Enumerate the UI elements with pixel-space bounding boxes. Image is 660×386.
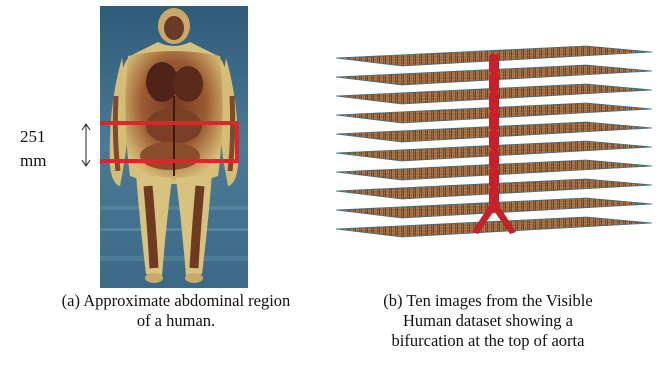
caption-a-line-2: of a human. [24,311,328,331]
slice-stack-image [334,38,654,270]
measurement-value: 251 [20,127,46,147]
caption-a-line-1: (a) Approximate abdominal region [24,291,328,311]
caption-b-line-1: (b) Ten images from the Visible [350,291,626,311]
caption-b-line-3: bifurcation at the top of aorta [350,331,626,351]
aorta-segment [489,111,499,130]
body-section-graphic [100,6,248,288]
measurement-annotation: 251 mm [20,123,90,183]
double-arrow-icon [80,123,92,167]
caption-panel-a: (a) Approximate abdominal region of a hu… [24,291,328,331]
aorta-segment [489,130,499,149]
slice-stack-graphic [334,38,654,270]
aorta-segment [489,73,499,92]
aorta-segment [489,54,499,73]
caption-panel-b: (b) Ten images from the Visible Human da… [350,291,626,351]
caption-b-line-2: Human dataset showing a [350,311,626,331]
aorta-segment [489,92,499,111]
aorta-segment [489,168,499,187]
aorta-segment [489,187,499,206]
image-slice [336,217,652,237]
aorta-segment [489,149,499,168]
measurement-unit: mm [20,151,46,171]
body-section-image [100,6,248,288]
